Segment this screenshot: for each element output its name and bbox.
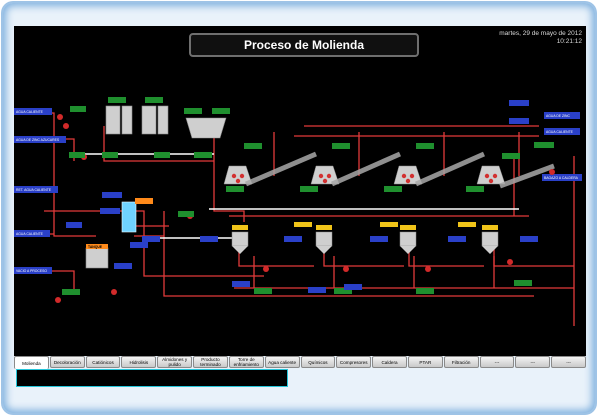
tab-empty-1[interactable]: --- [479, 356, 515, 368]
tag-plates [62, 97, 554, 295]
inlet-label: AGUA CALIENTE [16, 110, 44, 114]
tab-agua-caliente[interactable]: Agua caliente [264, 356, 300, 368]
tab-ptar[interactable]: PTAR [407, 356, 443, 368]
process-screen: AGUA CALIENTE AGUA DE ZINC AZUCARES RET.… [14, 26, 586, 356]
pipe-network [16, 112, 575, 326]
tab-compresores[interactable]: Compresores [336, 356, 372, 368]
inlet-label: AGUA DE ZINC AZUCARES [16, 138, 60, 142]
date-label: martes, 29 de mayo de 2012 [499, 30, 582, 37]
alarm-banner[interactable] [16, 369, 288, 387]
crusher-2[interactable] [310, 165, 340, 185]
inlet-label: AGUA DE ZINC [546, 114, 570, 118]
tab-empty-2[interactable]: --- [515, 356, 551, 368]
conveyor-4 [499, 163, 555, 189]
tab-torre-de-enfriamiento[interactable]: Torre de enfriamiento [228, 356, 264, 368]
process-diagram: AGUA CALIENTE AGUA DE ZINC AZUCARES RET.… [14, 97, 582, 326]
tank-label: TANQUE [88, 245, 103, 249]
settling-tank-4[interactable] [481, 225, 499, 254]
tab-quimicos[interactable]: Químicos [300, 356, 336, 368]
settling-tank-1[interactable] [231, 225, 249, 254]
page-title: Proceso de Molienda [189, 33, 419, 57]
inlet-agua-de-zinc[interactable]: AGUA DE ZINC [544, 112, 580, 119]
pump-group[interactable] [55, 114, 555, 303]
tab-molienda[interactable]: Molienda [14, 356, 49, 369]
inlet-agua-zinc-azucares[interactable]: AGUA DE ZINC AZUCARES [14, 136, 66, 143]
mill-hopper-3[interactable] [185, 117, 227, 139]
inlet-vacio-a-proceso[interactable]: VACIO A PROCESO [14, 267, 52, 274]
mill-hopper-1[interactable] [105, 105, 133, 135]
tab-filtracion[interactable]: Filtración [443, 356, 479, 368]
inlet-label: BAGAZO A CALDERA [544, 176, 579, 180]
tab-almidones-y-pulido[interactable]: Almidones y pulido [157, 356, 193, 368]
conveyor-1 [245, 151, 317, 187]
settling-tank-3[interactable] [399, 225, 417, 254]
inlet-label: RET. AGUA CALIENTE [16, 188, 52, 192]
inlet-label: AGUA CALIENTE [16, 232, 44, 236]
settling-tank-2[interactable] [315, 225, 333, 254]
screen-tabs: Molienda Decoloración Catiónicos Hidroli… [14, 356, 586, 369]
inlet-label: AGUA CALIENTE [546, 130, 574, 134]
inlet-ret-agua-caliente[interactable]: RET. AGUA CALIENTE [14, 186, 58, 193]
time-label: 10:21:12 [556, 38, 582, 45]
datetime-display: martes, 29 de mayo de 2012 10:21:12 [499, 30, 582, 46]
tab-empty-3[interactable]: --- [551, 356, 586, 368]
inlet-label: VACIO A PROCESO [16, 269, 47, 273]
inlet-agua-caliente-1[interactable]: AGUA CALIENTE [14, 108, 52, 115]
conveyor-2 [330, 151, 402, 187]
tab-decoloracion[interactable]: Decoloración [49, 356, 85, 368]
crusher-1[interactable] [223, 165, 253, 185]
inlet-bagazo-a-caldera[interactable]: BAGAZO A CALDERA [542, 174, 582, 181]
tab-producto-terminado[interactable]: Producto terminado [193, 356, 228, 368]
tab-caldera[interactable]: Caldera [372, 356, 407, 368]
heat-exchanger[interactable] [121, 198, 153, 233]
tank-1[interactable]: TANQUE [85, 244, 109, 269]
mill-hopper-2[interactable] [141, 105, 169, 135]
crusher-4[interactable] [476, 165, 506, 185]
inlet-agua-caliente-right[interactable]: AGUA CALIENTE [544, 128, 580, 135]
inlet-agua-caliente-2[interactable]: AGUA CALIENTE [14, 230, 50, 237]
conveyor-3 [414, 151, 486, 187]
tab-hidrolisis[interactable]: Hidrolisis [121, 356, 157, 368]
tab-cationicos[interactable]: Catiónicos [85, 356, 121, 368]
